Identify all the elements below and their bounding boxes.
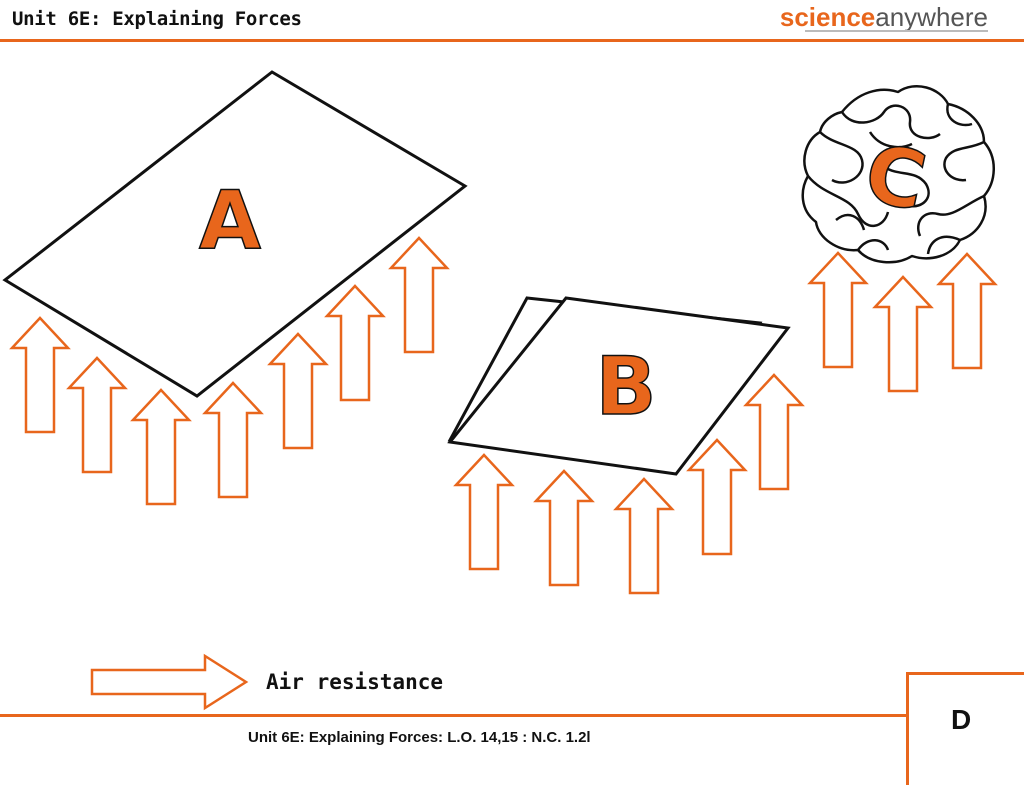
air-resistance-arrow-a1: [9, 316, 71, 434]
air-resistance-arrow-b2: [533, 469, 595, 587]
label-b: B: [596, 340, 657, 433]
flat-sheet-a: [2, 70, 468, 398]
air-resistance-arrow-c2: [872, 275, 934, 393]
answer-d-box: [906, 672, 1024, 785]
air-resistance-arrow-a3: [130, 388, 192, 506]
legend-arrow-right-icon: [90, 653, 249, 711]
air-resistance-arrow-a6: [324, 284, 386, 402]
logo-part-anywhere: anywhere: [875, 2, 988, 32]
crumpled-ball-c: [801, 84, 995, 264]
air-resistance-arrow-a7: [388, 236, 450, 354]
air-resistance-arrow-b3: [613, 477, 675, 595]
legend-label: Air resistance: [266, 670, 444, 694]
footer-text: Unit 6E: Explaining Forces: L.O. 14,15 :…: [248, 729, 591, 746]
folded-sheet-b: [447, 296, 791, 476]
header-divider: [0, 39, 1024, 42]
logo-part-science: science: [779, 2, 876, 32]
air-resistance-arrow-b1: [453, 453, 515, 571]
logo-underline: [805, 30, 988, 32]
logo: scienceanywhere: [780, 2, 988, 33]
air-resistance-arrow-a2: [66, 356, 128, 474]
air-resistance-arrow-a4: [202, 381, 264, 499]
label-a: A: [199, 174, 261, 267]
footer-divider: [0, 714, 908, 717]
label-d: D: [951, 704, 972, 735]
air-resistance-arrow-a5: [267, 332, 329, 450]
air-resistance-arrow-b5: [743, 373, 805, 491]
air-resistance-arrow-c3: [936, 252, 998, 370]
air-resistance-arrow-c1: [807, 251, 869, 369]
air-resistance-arrow-b4: [686, 438, 748, 556]
forces-diagram: A B C: [2, 70, 998, 711]
page-title: Unit 6E: Explaining Forces: [12, 8, 302, 30]
